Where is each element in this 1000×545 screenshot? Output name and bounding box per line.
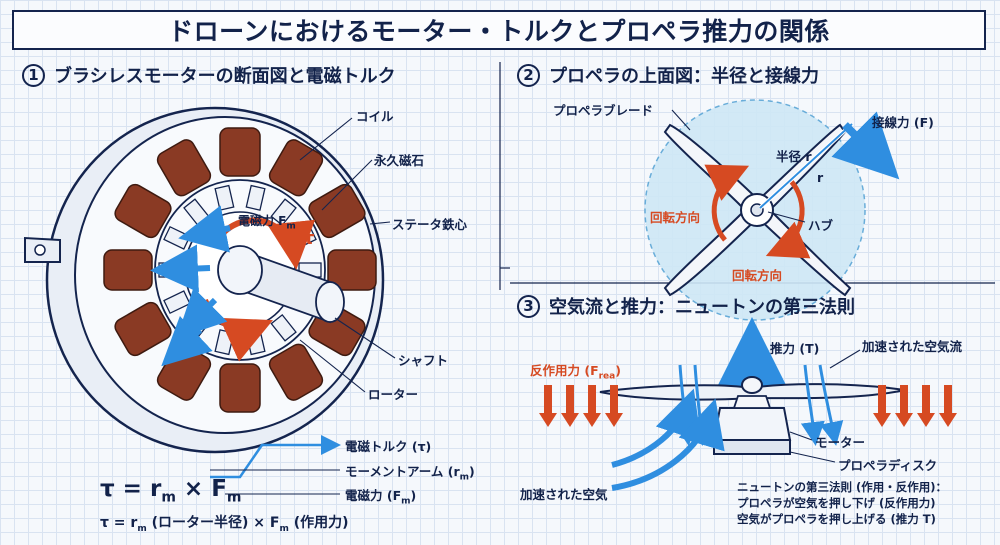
reaction-arrow (605, 385, 623, 427)
reaction-arrow (895, 385, 913, 427)
label-tau-top: τ (303, 228, 315, 249)
label-blade: プロペラブレード (553, 103, 654, 118)
coil-winding (219, 363, 261, 413)
label-rotation-left: 回転方向 (650, 210, 701, 225)
reaction-arrow (873, 385, 891, 427)
propeller-top-view (644, 99, 900, 321)
section2-title: プロペラの上面図：半径と接線力 (549, 66, 819, 87)
airflow-thrust-view (539, 317, 957, 491)
newton-note-line-1: ニュートンの第三法則 (作用・反作用)： (737, 480, 948, 494)
reaction-arrow (583, 385, 601, 427)
label-accelerated-flow: 加速された空気流 (862, 339, 963, 354)
legend-em-force: 電磁力 (Fm) (345, 488, 417, 507)
legend-em-torque: 電磁トルク (τ) (345, 439, 432, 454)
label-hub: ハブ (808, 218, 834, 233)
legend-moment-arm: モーメントアーム (rm) (345, 464, 475, 483)
newton-note: ニュートンの第三法則 (作用・反作用)： プロペラが空気を押し下げ (反作用力)… (737, 479, 992, 527)
section3-number: 3 (517, 294, 540, 318)
label-coil: コイル (356, 109, 394, 124)
coil-winding (268, 139, 324, 197)
label-magnet: 永久磁石 (374, 153, 425, 168)
motor-cross-section (24, 106, 396, 454)
label-propeller-disk: プロペラディスク (838, 458, 938, 473)
section2-number: 2 (517, 63, 540, 87)
page-title: ドローンにおけるモーター・トルクとプロペラ推力の関係 (12, 10, 986, 50)
label-accelerated-air: 加速された空気 (520, 487, 608, 502)
label-reaction-force: 反作用力 (Frea) (530, 363, 621, 382)
section1-number: 1 (22, 63, 45, 87)
section3-heading: 3 空気流と推力：ニュートンの第三法則 (517, 293, 855, 319)
section1-title: ブラシレスモーターの断面図と電磁トルク (54, 66, 396, 87)
formula-main: τ = rm × Fm (100, 476, 242, 506)
permanent-magnet (270, 313, 297, 342)
reaction-arrow (539, 385, 557, 427)
coil-winding (327, 249, 377, 291)
label-thrust: 推力 (T) (770, 341, 820, 356)
coil-winding (219, 127, 261, 177)
label-stator-core: ステータ鉄心 (392, 217, 468, 232)
label-em-force-inner: 電磁力 Fm (238, 214, 296, 232)
section3-title: 空気流と推力：ニュートンの第三法則 (549, 297, 855, 318)
label-tangential-force: 接線力 (F) (872, 115, 934, 130)
label-radius: 半径 r (776, 149, 812, 164)
reaction-arrow (917, 385, 935, 427)
permanent-magnet (245, 184, 266, 211)
label-motor: モーター (815, 435, 866, 450)
formula-detail: τ = rm (ローター半径) × Fm (作用力) (100, 515, 349, 534)
section1-heading: 1 ブラシレスモーターの断面図と電磁トルク (22, 62, 396, 88)
reaction-arrow (561, 385, 579, 427)
coil-winding (114, 183, 172, 239)
coil-winding (103, 249, 153, 291)
label-tau-bottom: τ (232, 330, 244, 351)
reaction-arrow (939, 385, 957, 427)
section2-heading: 2 プロペラの上面図：半径と接線力 (517, 62, 819, 88)
coil-winding (156, 139, 212, 197)
coil-winding (308, 183, 366, 239)
label-rotation-bottom: 回転方向 (732, 268, 783, 283)
newton-note-line-2: プロペラが空気を押し下げ (反作用力) (737, 496, 936, 510)
label-shaft: シャフト (398, 353, 449, 368)
newton-note-line-3: 空気がプロペラを押し上げる (推力 T) (737, 512, 936, 526)
label-r: r (817, 170, 824, 185)
label-rotor: ローター (368, 387, 419, 402)
coil-winding (268, 343, 324, 401)
